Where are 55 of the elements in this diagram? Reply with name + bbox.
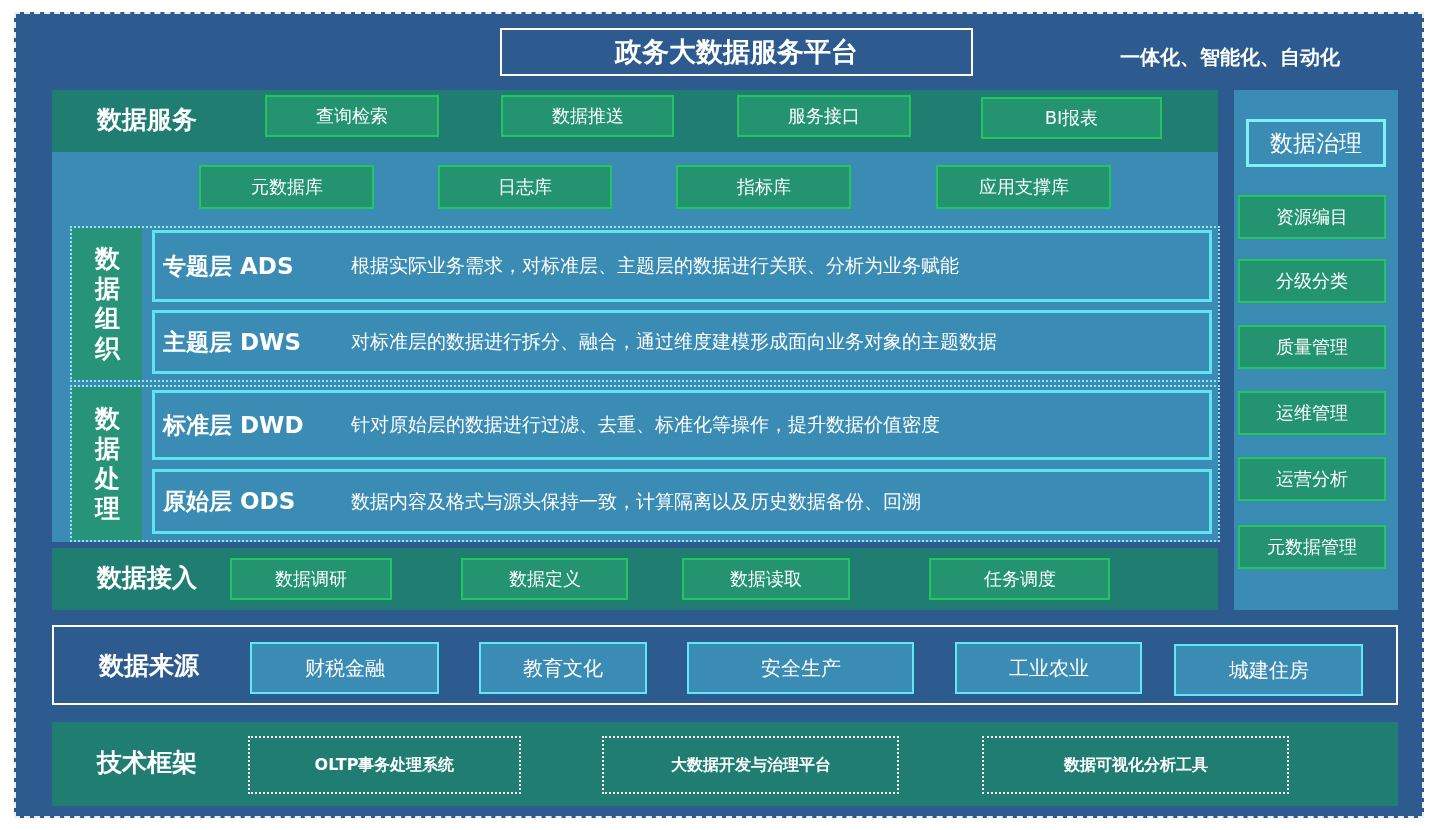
- layer-description: 对标准层的数据进行拆分、融合，通过维度建模形成面向业务对象的主题数据: [351, 329, 998, 354]
- source-box: 财税金融: [250, 642, 439, 694]
- module-box: 数据推送: [501, 95, 674, 137]
- layer-band: [52, 548, 1218, 610]
- module-box: 运维管理: [1238, 391, 1386, 435]
- module-box: 分级分类: [1238, 259, 1386, 303]
- module-box: 数据定义: [461, 558, 628, 600]
- module-box: 应用支撑库: [936, 165, 1111, 209]
- title-box: 政务大数据服务平台: [500, 28, 973, 76]
- layer-description: 数据内容及格式与源头保持一致，计算隔离以及历史数据备份、回溯: [351, 488, 922, 514]
- layer-name: 主题层 DWS: [163, 327, 303, 357]
- layer-box: [152, 390, 1212, 460]
- module-box: 数据读取: [682, 558, 850, 600]
- layer-description: 根据实际业务需求，对标准层、主题层的数据进行关联、分析为业务赋能: [351, 253, 960, 278]
- module-box: 数据调研: [230, 558, 392, 600]
- layer-box: [152, 469, 1212, 534]
- dotted-group: [70, 385, 1220, 542]
- band-heading: 数据服务: [96, 103, 198, 136]
- layer-box: [152, 230, 1212, 302]
- layer-band: [52, 152, 1218, 542]
- layer-band: [52, 722, 1398, 806]
- source-box: 城建住房: [1174, 644, 1363, 696]
- module-box: BI报表: [981, 97, 1162, 139]
- module-box: 服务接口: [737, 95, 911, 137]
- module-box: 任务调度: [929, 558, 1110, 600]
- band-heading: 技术框架: [95, 746, 198, 779]
- source-box: 工业农业: [955, 642, 1142, 694]
- group-label: 数据处理: [72, 387, 142, 540]
- slogan-text: 一体化、智能化、自动化: [1119, 43, 1341, 71]
- module-box: 元数据管理: [1238, 525, 1386, 569]
- tool-box: 大数据开发与治理平台: [602, 736, 899, 794]
- layer-description: 针对原始层的数据进行过滤、去重、标准化等操作，提升数据价值密度: [351, 412, 941, 437]
- module-box: 元数据库: [199, 165, 374, 209]
- layer-band: [52, 90, 1218, 152]
- source-box: 教育文化: [479, 642, 647, 694]
- module-box: 质量管理: [1238, 325, 1386, 369]
- tool-box: OLTP事务处理系统: [248, 736, 521, 794]
- module-box: 指标库: [676, 165, 851, 209]
- module-box: 运营分析: [1238, 457, 1386, 501]
- layer-name: 标准层 DWD: [163, 410, 305, 440]
- source-box: 安全生产: [687, 642, 914, 694]
- side-panel: [1234, 90, 1398, 610]
- module-box: 资源编目: [1238, 195, 1386, 239]
- heading-box: 数据治理: [1246, 119, 1386, 167]
- dotted-group: [70, 226, 1220, 382]
- layer-name: 专题层 ADS: [163, 251, 295, 281]
- module-box: 日志库: [438, 165, 612, 209]
- group-label: 数据组织: [72, 228, 142, 380]
- tool-box: 数据可视化分析工具: [982, 736, 1289, 794]
- layer-name: 原始层 ODS: [163, 487, 297, 516]
- band-heading: 数据来源: [98, 649, 200, 682]
- layer-band: [52, 625, 1398, 705]
- layer-box: [152, 310, 1212, 374]
- module-box: 查询检索: [265, 95, 439, 137]
- band-heading: 数据接入: [96, 561, 198, 594]
